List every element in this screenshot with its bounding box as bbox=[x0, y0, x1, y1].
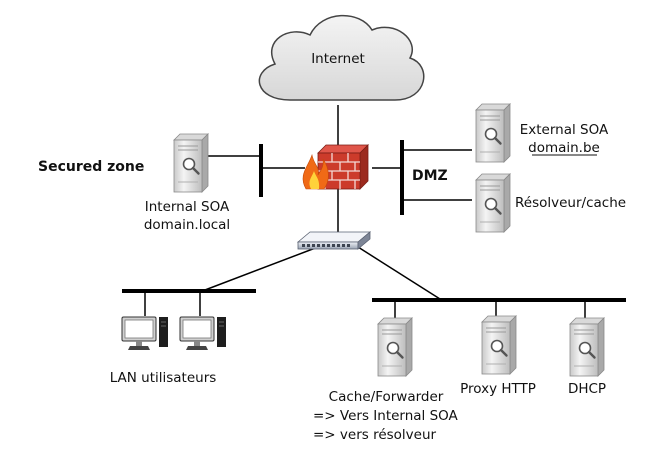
resolver-label: Résolveur/cache bbox=[515, 195, 626, 211]
cache-forwarder-server-icon bbox=[376, 316, 414, 378]
firewall-icon bbox=[302, 144, 369, 190]
internet-cloud: Internet bbox=[258, 14, 425, 101]
internal-soa-domain: domain.local bbox=[144, 217, 230, 233]
cache-forwarder-label: Cache/Forwarder bbox=[329, 389, 444, 405]
lan-pc-1-icon bbox=[121, 316, 169, 351]
network-links bbox=[122, 105, 626, 320]
dhcp-label: DHCP bbox=[568, 381, 606, 397]
external-soa-server-icon bbox=[474, 102, 512, 164]
to-resolver-label: => vers résolveur bbox=[313, 427, 437, 443]
switch-to-lan-link bbox=[204, 246, 319, 291]
internet-label: Internet bbox=[311, 51, 365, 67]
switch-to-servers-link bbox=[357, 246, 441, 300]
internal-soa-label: Internal SOA bbox=[145, 199, 230, 215]
resolver-server-icon bbox=[474, 172, 512, 234]
dmz-label: DMZ bbox=[412, 168, 448, 184]
internal-soa-server-icon bbox=[172, 132, 210, 194]
to-internal-soa-label: => Vers Internal SOA bbox=[313, 408, 459, 424]
external-soa-label: External SOA bbox=[520, 122, 609, 138]
lan-pc-2-icon bbox=[179, 316, 227, 351]
proxy-http-server-icon bbox=[480, 314, 518, 376]
dhcp-server-icon bbox=[568, 316, 606, 378]
network-switch-icon bbox=[296, 231, 372, 250]
lan-users-label: LAN utilisateurs bbox=[110, 370, 217, 386]
secured-zone-label: Secured zone bbox=[38, 159, 144, 175]
proxy-http-label: Proxy HTTP bbox=[460, 381, 536, 397]
external-soa-domain: domain.be bbox=[528, 140, 600, 156]
